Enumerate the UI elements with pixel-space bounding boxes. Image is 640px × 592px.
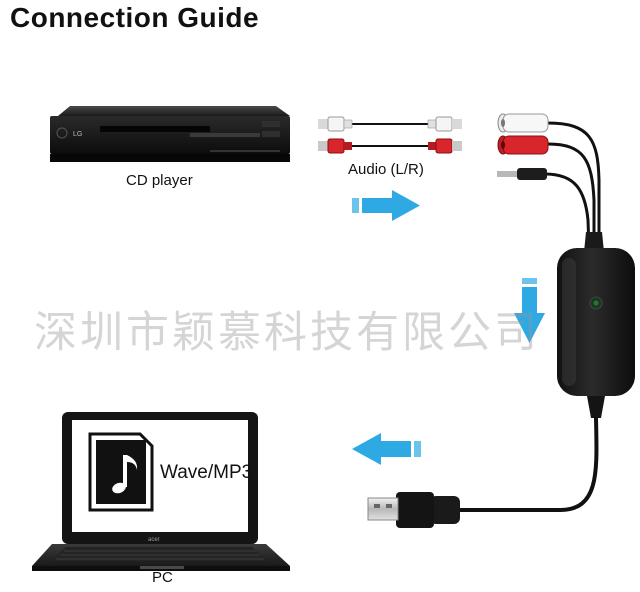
lg-logo: LG	[73, 131, 82, 138]
acer-logo: acer	[148, 537, 160, 543]
rca-jack-red	[497, 135, 549, 155]
rca-plug-white-right	[427, 116, 462, 132]
audio-cable-label: Audio (L/R)	[348, 161, 424, 178]
rca-jack-white	[497, 113, 549, 133]
rca-audio-cable	[318, 116, 462, 154]
cd-player-device	[50, 106, 290, 162]
arrow-down-icon	[514, 278, 545, 343]
page-title: Connection Guide	[10, 2, 260, 33]
music-note-icon	[112, 455, 138, 494]
cd-player-label: CD player	[126, 172, 193, 189]
rca-plug-red-left	[318, 138, 352, 154]
watermark: 深圳市颖慕科技有限公司	[34, 308, 540, 358]
arrow-left-icon	[352, 433, 421, 465]
file-format-label: Wave/MP3	[160, 462, 253, 483]
arrow-right-icon	[352, 190, 420, 221]
pc-label: PC	[152, 569, 173, 586]
music-file-icon	[88, 432, 154, 512]
laptop-pc	[32, 412, 290, 571]
capture-adapter-cable	[367, 113, 635, 528]
capture-box	[557, 248, 635, 396]
cable-splitter	[584, 232, 604, 252]
usb-plug	[367, 492, 460, 528]
rca-plug-white-left	[318, 116, 353, 132]
rca-plug-red-right	[428, 138, 462, 154]
audio-jack-3-5mm	[497, 168, 547, 180]
